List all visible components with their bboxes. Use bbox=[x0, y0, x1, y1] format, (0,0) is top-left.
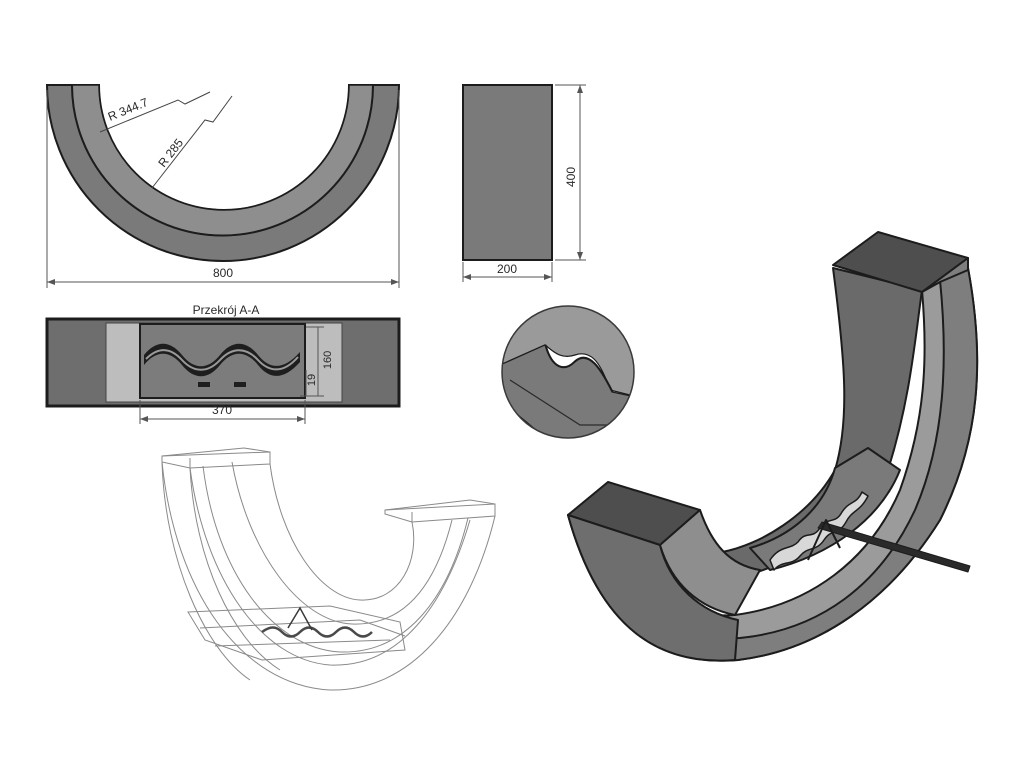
iso-lighter-rod bbox=[817, 521, 971, 573]
dim-arrow-200-left bbox=[463, 274, 471, 280]
dim-arrow-400-bottom bbox=[577, 252, 583, 260]
dim-label-160: 160 bbox=[322, 351, 334, 369]
detail-circle-outline bbox=[501, 305, 635, 439]
wire-arc-inner bbox=[269, 463, 415, 601]
dim-label-19: 19 bbox=[306, 374, 318, 386]
dim-arrow-200-right bbox=[544, 274, 552, 280]
section-title: Przekrój A-A bbox=[193, 303, 260, 317]
section-view: Przekrój A-A 160 19 370 bbox=[45, 303, 401, 424]
dim-arrow-370-left bbox=[140, 416, 148, 422]
side-view-body bbox=[462, 84, 553, 261]
iso-left-end-face bbox=[567, 514, 739, 662]
dim-arrow-800-right bbox=[391, 279, 399, 285]
solid-iso-view bbox=[567, 231, 979, 662]
wire-burner-wave bbox=[261, 626, 373, 638]
wire-burner-tray bbox=[187, 605, 406, 661]
iso-lighter-tip bbox=[807, 519, 841, 561]
radius-leader-outer bbox=[99, 91, 211, 133]
wire-arc-mid2 bbox=[231, 461, 453, 625]
dim-label-200: 200 bbox=[497, 262, 517, 276]
detail-view bbox=[501, 305, 635, 439]
wire-left-top bbox=[161, 451, 271, 469]
iso-top-box-right-side bbox=[921, 257, 969, 293]
radius-label-outer: R 344.7 bbox=[106, 95, 151, 124]
iso-inner-left bbox=[659, 509, 761, 616]
dim-label-370: 370 bbox=[212, 403, 232, 417]
dim-arrow-800-left bbox=[47, 279, 55, 285]
radius-leader-inner bbox=[151, 95, 233, 189]
wire-arc-outer-back bbox=[189, 467, 471, 666]
section-slot-left bbox=[198, 382, 210, 387]
dim-label-800: 800 bbox=[213, 266, 233, 280]
wire-arc-mid1 bbox=[202, 465, 469, 653]
section-wave-insert bbox=[144, 343, 300, 377]
top-view-inner-groove bbox=[71, 84, 374, 237]
dim-label-400: 400 bbox=[564, 167, 578, 187]
iso-wave-insert bbox=[769, 491, 869, 571]
wire-right-top bbox=[384, 503, 496, 523]
wireframe-view bbox=[161, 447, 496, 691]
dim-arrow-370-right bbox=[297, 416, 305, 422]
radius-label-inner: R 285 bbox=[155, 136, 186, 170]
wire-arc-outer-front bbox=[161, 461, 496, 691]
section-slot-right bbox=[234, 382, 246, 387]
side-view: 400 200 bbox=[462, 84, 586, 282]
top-view: R 344.7 R 285 800 bbox=[45, 84, 401, 288]
section-wave-highlight bbox=[145, 349, 299, 371]
dim-arrow-400-top bbox=[577, 85, 583, 93]
